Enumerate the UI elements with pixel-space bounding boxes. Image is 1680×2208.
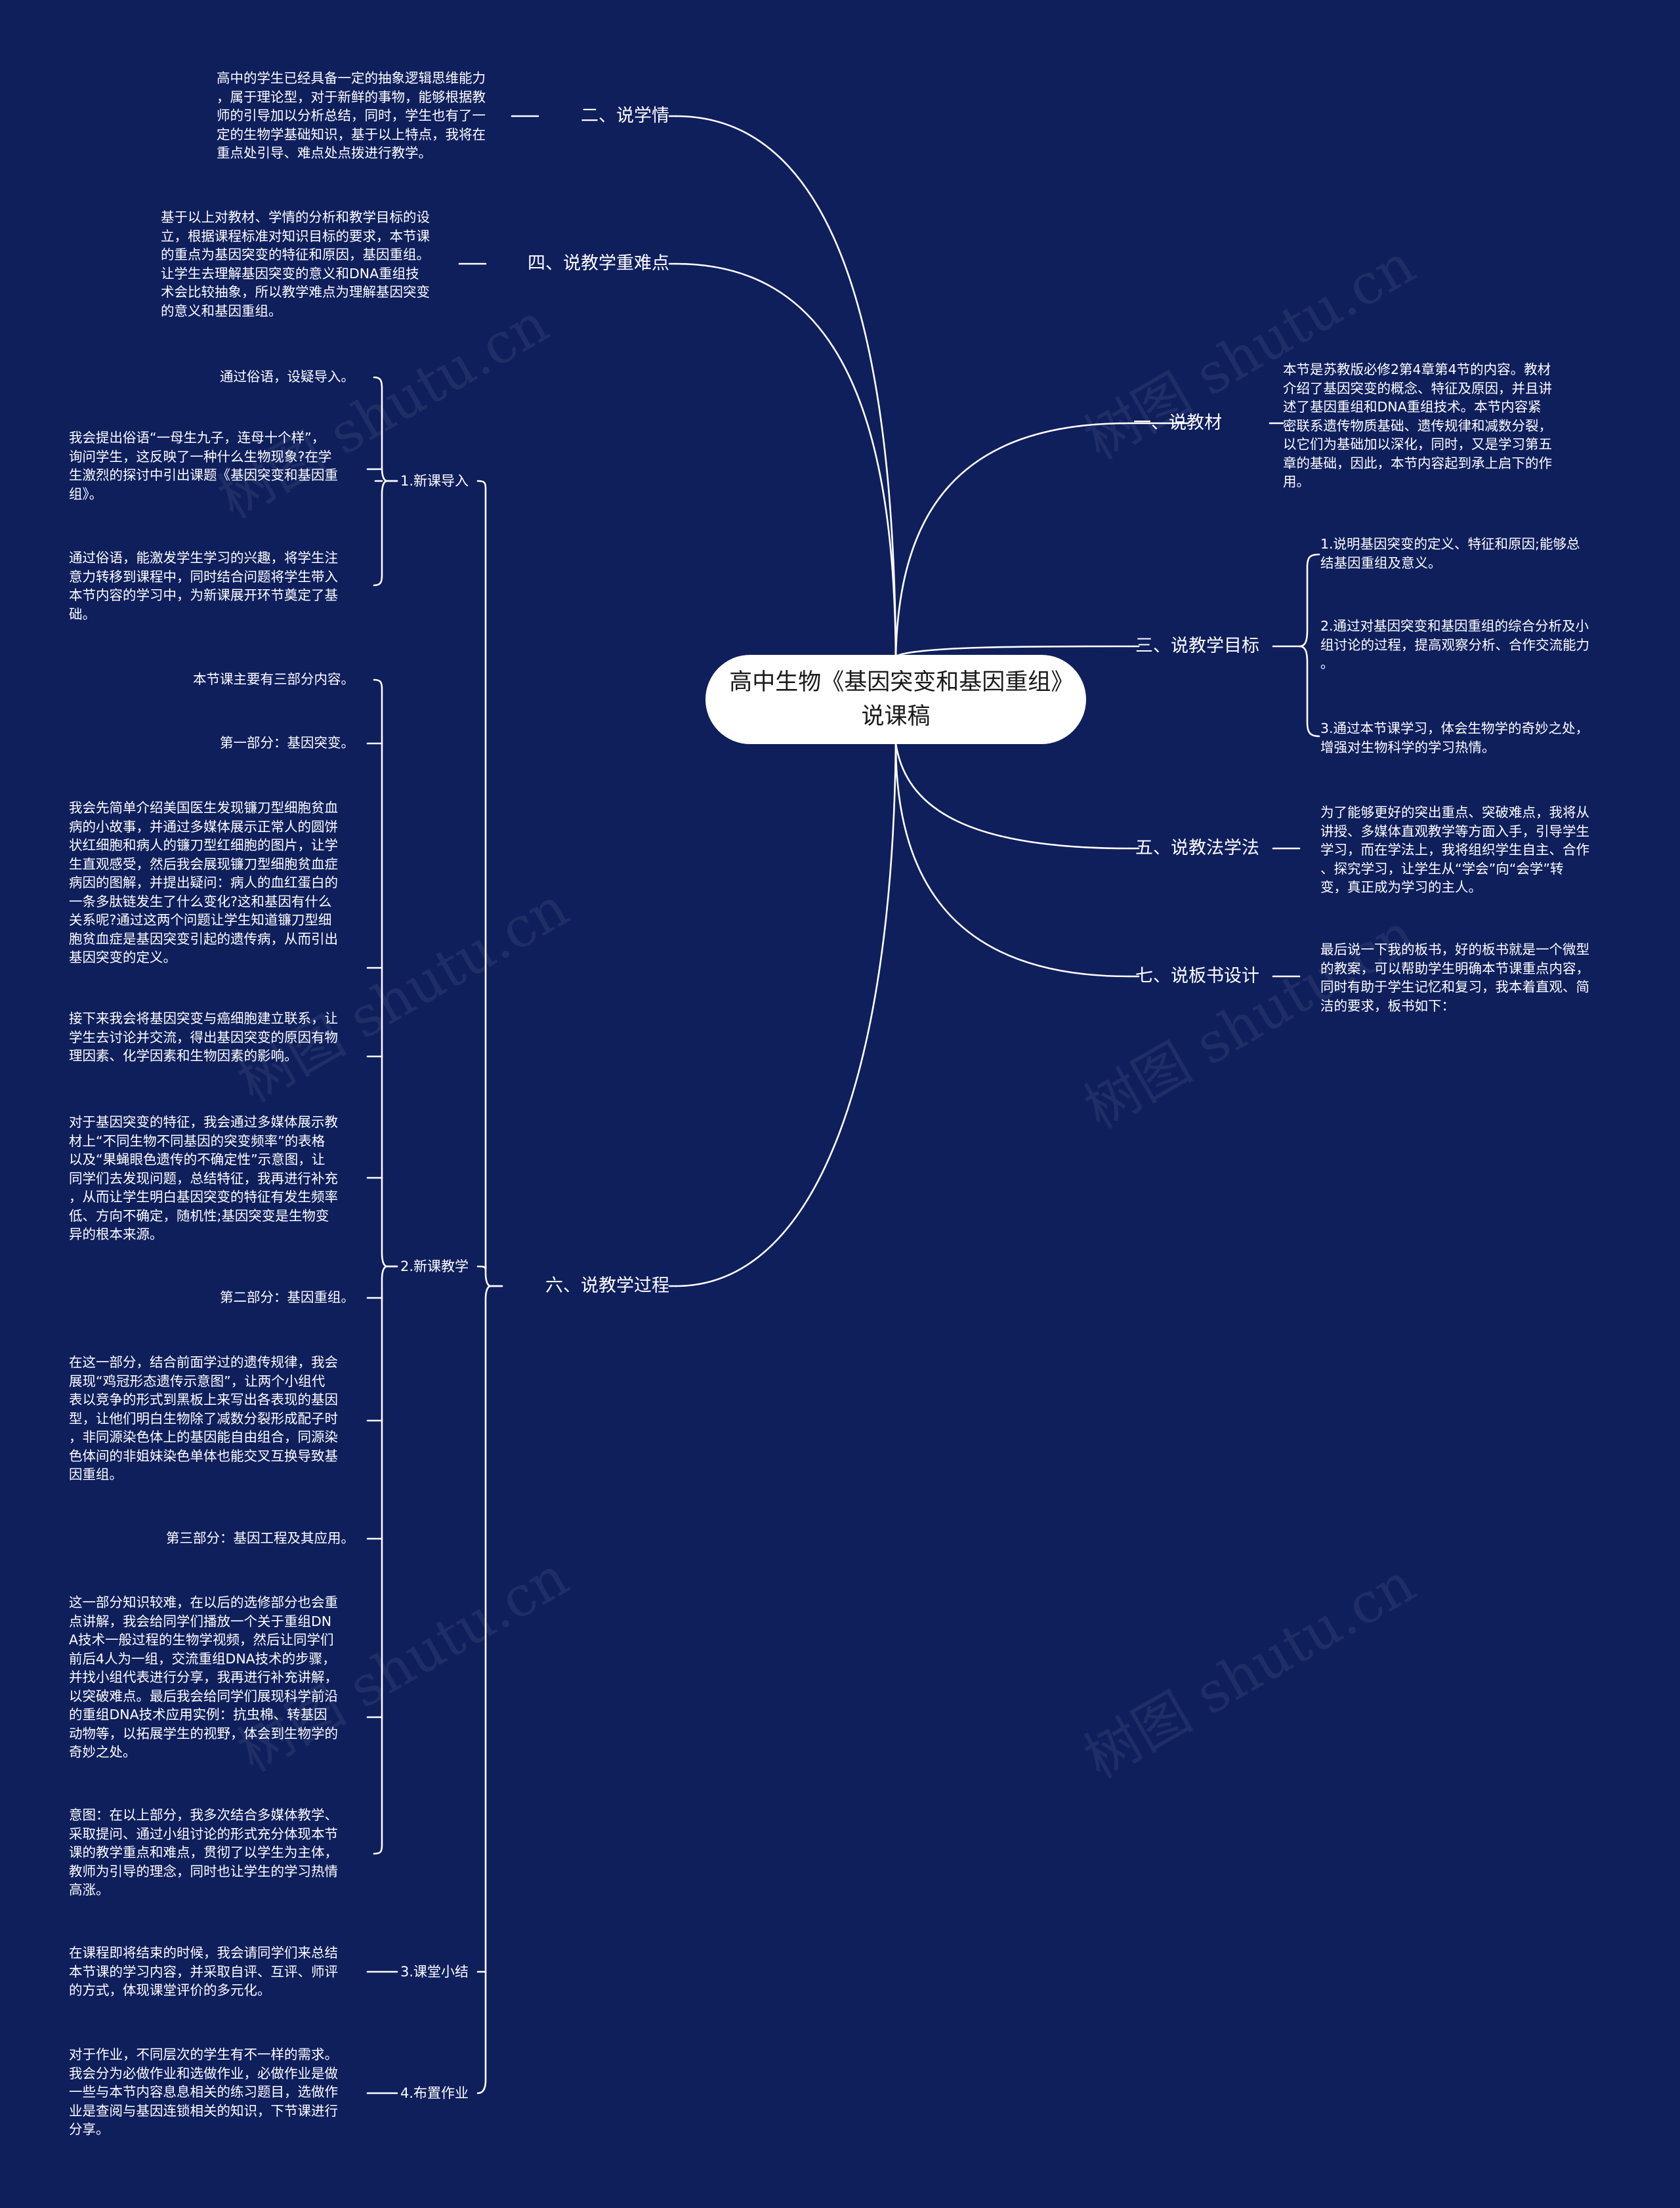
leaf-goal-3: 3.通过本节课学习，体会生物学的奇妙之处， 增强对生物科学的学习热情。 — [1320, 720, 1589, 755]
leaf-part-one-story: 我会先简单介绍美国医生发现镰刀型细胞贫血 病的小故事，并通过多媒体展示正常人的圆… — [69, 800, 338, 965]
leaf-teaching-overview: 本节课主要有三部分内容。 — [193, 671, 354, 687]
leaf-intro-3: 通过俗语，能激发学生学习的兴趣，将学生注 意力转移到课程中，同时结合问题将学生带… — [69, 550, 338, 622]
branch-teaching-goals[interactable]: 三、说教学目标 — [1135, 636, 1259, 656]
leaf-key-difficult-points: 基于以上对教材、学情的分析和教学目标的设 立，根据课程标准对知识目标的要求，本节… — [161, 209, 430, 319]
root-title: 高中生物《基因突变和基因重组》说课稿 — [729, 669, 1062, 730]
leaf-intro-2: 我会提出俗语“一母生九子，连母十个样”， 询问学生，这反映了一种什么生物现象?在… — [69, 430, 338, 502]
leaf-part-two-content: 在这一部分，结合前面学过的遗传规律，我会 展现“鸡冠形态遗传示意图”，让两个小组… — [69, 1354, 338, 1482]
branch-teaching-material[interactable]: 一、说教材 — [1133, 413, 1222, 433]
leaf-part-one-causes: 接下来我会将基因突变与癌细胞建立联系，让 学生去讨论并交流，得出基因突变的原因有… — [69, 1010, 338, 1064]
leaf-goal-2: 2.通过对基因突变和基因重组的综合分析及小 组讨论的过程，提高观察分析、合作交流… — [1320, 618, 1589, 671]
leaf-intent: 意图：在以上部分，我多次结合多媒体教学、 采取提问、通过小组讨论的形式充分体现本… — [69, 1807, 338, 1898]
leaf-part-one-features: 对于基因突变的特征，我会通过多媒体展示教 材上“不同生物不同基因的突变频率”的表… — [69, 1114, 338, 1242]
branch-teaching-methods[interactable]: 五、说教法学法 — [1135, 838, 1259, 858]
branch-key-difficult-points[interactable]: 四、说教学重难点 — [528, 253, 669, 274]
branch-teaching-process[interactable]: 六、说教学过程 — [545, 1276, 669, 1296]
branch-student-analysis[interactable]: 二、说学情 — [581, 106, 669, 126]
leaf-part-one-title: 第一部分：基因突变。 — [220, 735, 354, 751]
sub-homework[interactable]: 4.布置作业 — [400, 2085, 469, 2101]
leaf-goal-1: 1.说明基因突变的定义、特征和原因;能够总 结基因重组及意义。 — [1320, 536, 1580, 571]
leaf-part-three-content: 这一部分知识较难，在以后的选修部分也会重 点讲解，我会给同学们播放一个关于重组D… — [69, 1594, 338, 1760]
leaf-class-summary: 在课程即将结束的时候，我会请同学们来总结 本节课的学习内容，并采取自评、互评、师… — [69, 1945, 338, 1998]
leaf-part-three-title: 第三部分：基因工程及其应用。 — [166, 1530, 354, 1546]
leaf-part-two-title: 第二部分：基因重组。 — [220, 1289, 354, 1305]
leaf-teaching-methods: 为了能够更好的突出重点、突破难点，我将从 讲授、多媒体直观教学等方面入手，引导学… — [1320, 804, 1589, 895]
sub-new-lesson-teaching[interactable]: 2.新课教学 — [400, 1259, 469, 1274]
root-topic[interactable]: 高中生物《基因突变和基因重组》说课稿 — [705, 655, 1086, 744]
sub-class-summary[interactable]: 3.课堂小结 — [400, 1964, 469, 1980]
leaf-board-design: 最后说一下我的板书，好的板书就是一个微型 的教案，可以帮助学生明确本节课重点内容… — [1320, 942, 1589, 1014]
leaf-student-analysis: 高中的学生已经具备一定的抽象逻辑思维能力 ，属于理论型，对于新鲜的事物，能够根据… — [217, 70, 486, 161]
leaf-intro-1: 通过俗语，设疑导入。 — [220, 369, 354, 385]
sub-new-lesson-intro[interactable]: 1.新课导入 — [400, 473, 469, 489]
leaf-teaching-material: 本节是苏教版必修2第4章第4节的内容。教材 介绍了基因突变的概念、特征及原因，并… — [1283, 362, 1552, 490]
branch-board-design[interactable]: 七、说板书设计 — [1135, 966, 1259, 986]
leaf-homework: 对于作业，不同层次的学生有不一样的需求。 我会分为必做作业和选做作业，必做作业是… — [69, 2047, 338, 2137]
